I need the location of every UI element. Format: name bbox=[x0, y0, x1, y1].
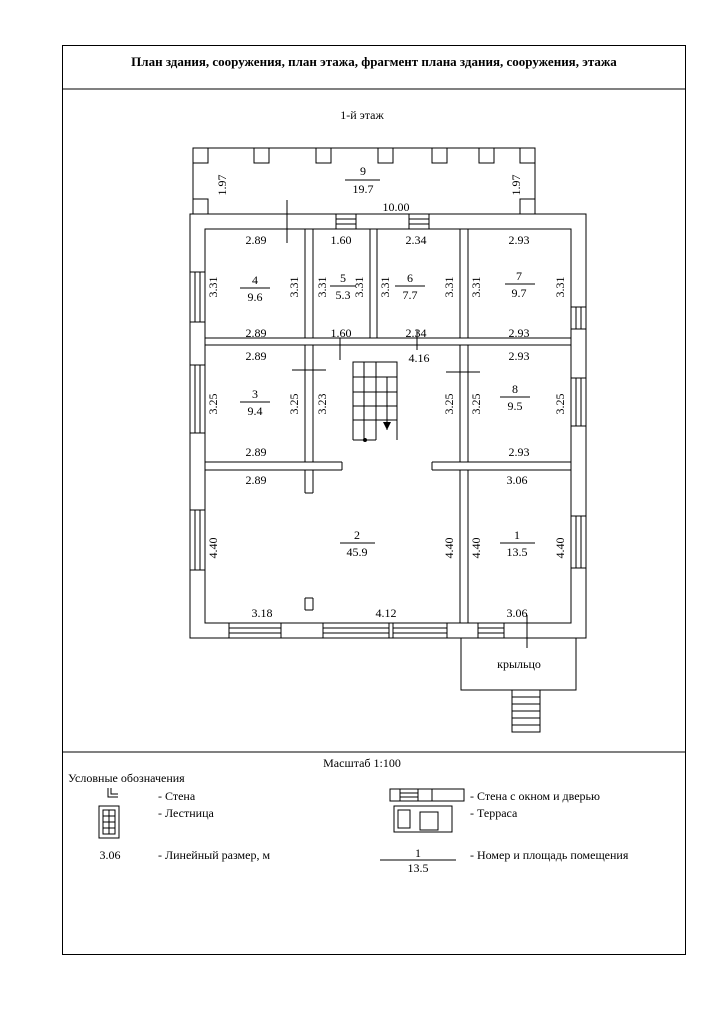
dimension-label: 3.31 bbox=[287, 277, 301, 298]
plan-title: План здания, сооружения, план этажа, фра… bbox=[131, 54, 617, 69]
dimension-label: 10.00 bbox=[383, 200, 410, 214]
legend-room-sample-area: 13.5 bbox=[408, 861, 429, 875]
legend-wall-window-door-label: - Стена с окном и дверью bbox=[470, 789, 600, 803]
legend-room-label: - Номер и площадь помещения bbox=[470, 848, 629, 862]
room-number: 8 bbox=[512, 382, 518, 396]
dimension-label: 2.93 bbox=[509, 233, 530, 247]
dimension-label: 3.06 bbox=[507, 473, 528, 487]
room-area: 45.9 bbox=[347, 545, 368, 559]
legend-dimension-sample: 3.06 bbox=[100, 848, 121, 862]
dimension-label: 3.31 bbox=[469, 277, 483, 298]
dimension-label: 1.97 bbox=[215, 175, 229, 196]
dimension-label: 3.25 bbox=[469, 394, 483, 415]
legend-wall-label: - Стена bbox=[158, 789, 196, 803]
dimension-label: 4.40 bbox=[442, 538, 456, 559]
dimension-label: 4.12 bbox=[376, 606, 397, 620]
dimension-label: 4.16 bbox=[409, 351, 430, 365]
room-area: 9.6 bbox=[248, 290, 263, 304]
room-area: 5.3 bbox=[336, 288, 351, 302]
dimension-label: 1.97 bbox=[509, 175, 523, 196]
dimension-label: 2.89 bbox=[246, 349, 267, 363]
dimension-label: 2.89 bbox=[246, 473, 267, 487]
room-area: 9.4 bbox=[248, 404, 263, 418]
room-number: 3 bbox=[252, 387, 258, 401]
floor-label: 1-й этаж bbox=[340, 108, 384, 122]
legend-terrace-label: - Терраса bbox=[470, 806, 518, 820]
dimension-label: 3.25 bbox=[206, 394, 220, 415]
dimension-label: 3.06 bbox=[507, 606, 528, 620]
dimension-label: 3.18 bbox=[252, 606, 273, 620]
dimension-label: 3.31 bbox=[378, 277, 392, 298]
room-number: 9 bbox=[360, 164, 366, 178]
dimension-label: 3.31 bbox=[352, 277, 366, 298]
dimension-label: 3.25 bbox=[287, 394, 301, 415]
dimension-label: 2.89 bbox=[246, 326, 267, 340]
dimension-label: 2.93 bbox=[509, 349, 530, 363]
dimension-label: 4.40 bbox=[469, 538, 483, 559]
legend-title: Условные обозначения bbox=[68, 771, 185, 785]
dimension-label: 2.34 bbox=[406, 326, 427, 340]
legend-stairs-label: - Лестница bbox=[158, 806, 214, 820]
room-number: 7 bbox=[516, 269, 522, 283]
dimension-label: 3.23 bbox=[315, 394, 329, 415]
porch-label: крыльцо bbox=[497, 657, 541, 671]
dimension-label: 1.60 bbox=[331, 233, 352, 247]
room-area: 9.7 bbox=[512, 286, 527, 300]
legend-dimension-label: - Линейный размер, м bbox=[158, 848, 271, 862]
dimension-label: 2.93 bbox=[509, 326, 530, 340]
room-number: 2 bbox=[354, 528, 360, 542]
room-area: 7.7 bbox=[403, 288, 418, 302]
dimension-label: 1.60 bbox=[331, 326, 352, 340]
dimension-label: 3.31 bbox=[553, 277, 567, 298]
dimension-label: 3.31 bbox=[442, 277, 456, 298]
dimension-label: 2.89 bbox=[246, 445, 267, 459]
scale-label: Масштаб 1:100 bbox=[323, 756, 401, 770]
dimension-label: 3.25 bbox=[553, 394, 567, 415]
dimension-label: 2.93 bbox=[509, 445, 530, 459]
dimension-label: 3.31 bbox=[315, 277, 329, 298]
legend-room-sample-number: 1 bbox=[415, 846, 421, 860]
room-number: 6 bbox=[407, 271, 413, 285]
dimension-label: 4.40 bbox=[553, 538, 567, 559]
room-number: 1 bbox=[514, 528, 520, 542]
room-number: 5 bbox=[340, 271, 346, 285]
dimension-label: 3.31 bbox=[206, 277, 220, 298]
dimension-label: 3.25 bbox=[442, 394, 456, 415]
room-number: 4 bbox=[252, 273, 258, 287]
dimension-label: 2.34 bbox=[406, 233, 427, 247]
sheet-frame bbox=[62, 45, 686, 955]
dimension-label: 4.40 bbox=[206, 538, 220, 559]
dimension-label: 2.89 bbox=[246, 233, 267, 247]
room-area: 13.5 bbox=[507, 545, 528, 559]
room-area: 9.5 bbox=[508, 399, 523, 413]
room-area: 19.7 bbox=[353, 182, 374, 196]
